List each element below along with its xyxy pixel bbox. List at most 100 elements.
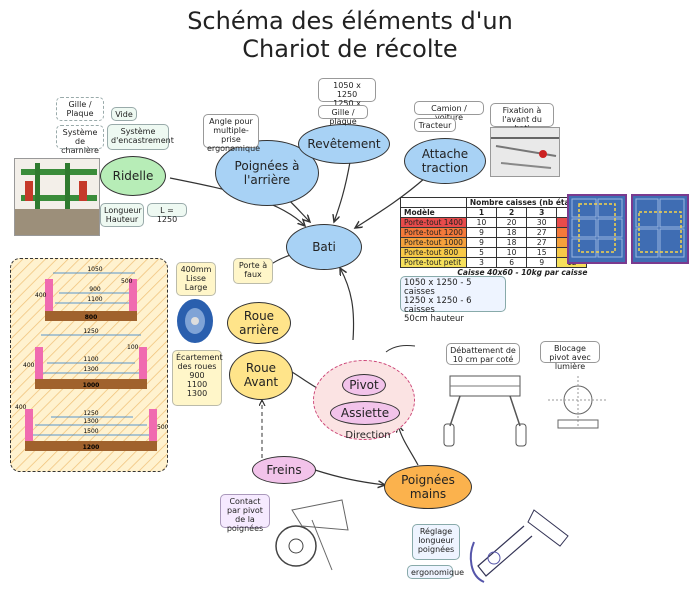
dim-top-800: 1050 xyxy=(87,266,102,273)
side-800: 500 xyxy=(121,278,133,285)
row-name: Porte-tout 800 xyxy=(400,247,467,258)
drawing-800: 1050 900 1100 800 400 500 xyxy=(35,266,137,321)
cell: 27 xyxy=(526,227,558,238)
cell: 9 xyxy=(465,237,498,248)
pivot-node: Pivot xyxy=(342,374,386,396)
ergonomique-note: ergonomique xyxy=(407,565,464,579)
roue-400-note: 400mm Lisse Large xyxy=(176,262,216,296)
cell: 9 xyxy=(526,257,558,268)
height-1000: 400 xyxy=(23,362,35,369)
systeme-encastrement-note: Système d'encastrement xyxy=(107,124,174,150)
cell: 15 xyxy=(526,247,558,258)
cell: 10 xyxy=(496,247,528,258)
height-800: 400 xyxy=(35,292,47,299)
crate-layout-2 xyxy=(631,194,689,264)
table-caption: Caisse 40x60 - 10kg par caisse xyxy=(457,268,588,277)
table-row: Porte-tout 800 5 10 15 20 xyxy=(400,247,588,258)
table-row: Porte-tout 1000 9 18 27 36 xyxy=(400,237,588,248)
title-line-2: Chariot de récolte xyxy=(242,35,458,63)
longueur-hauteur-note: Longueur Hauteur xyxy=(100,203,144,227)
table-row: Porte-tout 1400 10 20 30 40 xyxy=(400,217,588,228)
ridelle-node: Ridelle xyxy=(100,156,166,196)
vide-note: Vide xyxy=(111,107,137,121)
side-1200: 500 xyxy=(157,424,167,431)
side-1000: 100 xyxy=(127,344,139,351)
assiette-zone xyxy=(313,360,415,440)
poignees-arriere-node: Poignées à l'arrière xyxy=(215,140,319,206)
cell: 6 xyxy=(496,257,528,268)
poignees-mains-node: Poignées mains xyxy=(384,465,472,509)
table-model-header-spacer xyxy=(400,197,467,208)
tracteur-note: Tracteur xyxy=(414,118,456,132)
label-1000: 1000 xyxy=(83,382,100,389)
row-name: Porte-tout petit xyxy=(400,257,467,268)
brake-sketch xyxy=(272,490,352,590)
table-row: Porte-tout petit 3 6 9 12 xyxy=(400,257,588,268)
freins-node: Freins xyxy=(252,456,316,484)
table-row: Porte-tout 1200 9 18 27 36 xyxy=(400,227,588,238)
revetement-node: Revêtement xyxy=(298,124,390,164)
gille-plaque-note: Gille / Plaque xyxy=(56,97,104,121)
crate-layout-1 xyxy=(567,194,627,264)
roue-arriere-node: Roue arrière xyxy=(227,302,291,344)
ecartement-note: Écartement des roues 900 1100 1300 xyxy=(172,350,223,406)
cell: 9 xyxy=(465,227,498,238)
assiette-node: Assiette xyxy=(330,401,400,425)
row-name: Porte-tout 1000 xyxy=(400,237,467,248)
level-3: 3 xyxy=(526,207,558,218)
contact-note: Contact par pivot de la poignées xyxy=(220,494,270,533)
drawing-1200: 1250 1300 1500 1200 400 500 xyxy=(15,404,167,451)
dimensions-panel: 1050 900 1100 800 400 500 1250 1100 1300… xyxy=(10,258,168,472)
gille-plaque-2-note: Gille / plaque xyxy=(318,105,368,126)
cell: 10 xyxy=(465,217,498,228)
cell: 30 xyxy=(526,217,558,228)
table-model-header: Modèle xyxy=(400,207,467,218)
roue-avant-node: Roue Avant xyxy=(229,350,293,400)
direction-label: Direction xyxy=(345,430,391,441)
attache-traction-node: Attache traction xyxy=(404,138,486,184)
dims-revetement-note: 1050 x 1250 1250 x 1250 xyxy=(318,78,376,117)
label-800: 800 xyxy=(85,314,98,321)
cell: 3 xyxy=(465,257,498,268)
dim-bottom-1200: 1500 xyxy=(83,428,98,435)
cell: 20 xyxy=(496,217,528,228)
debattement-sketch xyxy=(440,366,530,450)
cell: 18 xyxy=(496,227,528,238)
level-1: 1 xyxy=(465,207,498,218)
height-1200: 400 xyxy=(15,404,27,411)
dimension-drawings: 1050 900 1100 800 400 500 1250 1100 1300… xyxy=(11,259,167,471)
blocage-sketch xyxy=(538,370,618,436)
cell: 18 xyxy=(496,237,528,248)
blocage-pivot-note: Blocage pivot avec lumière xyxy=(540,341,600,371)
dim-bottom-800: 1100 xyxy=(87,296,102,303)
dim-top-1200: 1250 xyxy=(83,410,98,417)
handle-sketch xyxy=(464,496,574,590)
fixation-note: Fixation à l'avant du bati xyxy=(490,103,554,133)
bati-node: Bati xyxy=(286,224,362,270)
dim-bottom-1000: 1300 xyxy=(83,366,98,373)
dim-mid-800: 900 xyxy=(89,286,101,293)
systeme-charniere-note: Système de charnière xyxy=(56,125,104,155)
angle-note: Angle pour multiple-prise ergonomique xyxy=(203,114,260,153)
fixation-photo xyxy=(490,127,560,177)
debattement-note: Débattement de 10 cm par coté xyxy=(446,343,520,365)
label-1200: 1200 xyxy=(83,444,100,451)
camion-voiture-note: Camion / voiture xyxy=(414,101,484,122)
capacity-table: Nombre caisses (nb étage) Modèle 1 2 3 4… xyxy=(400,197,588,277)
level-2: 2 xyxy=(496,207,528,218)
cell: 27 xyxy=(526,237,558,248)
dim-top-1000: 1250 xyxy=(83,328,98,335)
l1250-note: L = 1250 xyxy=(147,203,187,224)
caisses-note: 1050 x 1250 - 5 caisses 1250 x 1250 - 6 … xyxy=(400,276,506,324)
dim-mid-1200: 1300 xyxy=(83,418,98,425)
reglage-note: Réglage longueur poignées xyxy=(412,524,460,560)
row-name: Porte-tout 1400 xyxy=(400,217,467,228)
dim-mid-1000: 1100 xyxy=(83,356,98,363)
row-name: Porte-tout 1200 xyxy=(400,227,467,238)
drawing-1000: 1250 1100 1300 1000 400 100 xyxy=(23,328,147,389)
title-line-1: Schéma des éléments d'un xyxy=(187,7,513,35)
cell: 5 xyxy=(465,247,498,258)
porte-faux-note: Porte à faux xyxy=(233,258,273,284)
wheel-image xyxy=(173,296,217,346)
ridelle-photo xyxy=(14,158,100,236)
